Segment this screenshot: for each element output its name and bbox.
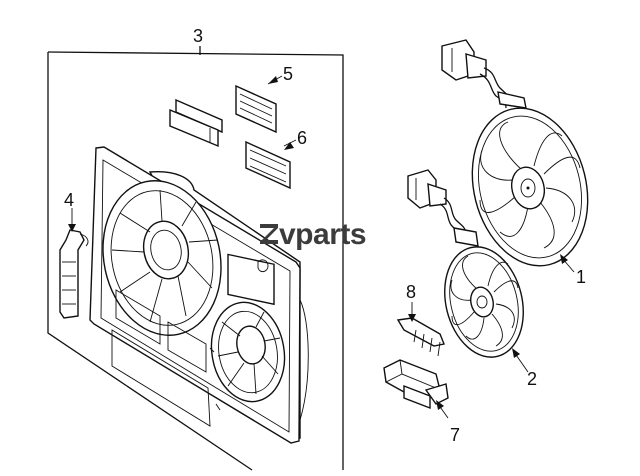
leader-lines bbox=[68, 75, 575, 419]
callout-4: 4 bbox=[64, 190, 74, 210]
callout-1: 1 bbox=[576, 267, 586, 287]
seal-piece-item-6 bbox=[245, 140, 291, 190]
side-clip-strip bbox=[59, 229, 89, 319]
small-fan-assembly bbox=[407, 169, 524, 358]
watermark-logo: vparts bbox=[260, 218, 367, 251]
z-logo-icon bbox=[260, 224, 278, 244]
watermark-text: vparts bbox=[279, 218, 366, 251]
callout-5: 5 bbox=[283, 64, 293, 84]
callout-6: 6 bbox=[297, 128, 307, 148]
callout-3: 3 bbox=[193, 26, 203, 46]
large-fan-assembly bbox=[441, 39, 589, 267]
callout-2: 2 bbox=[527, 369, 537, 389]
callout-labels: 3 5 6 4 8 1 2 7 bbox=[64, 26, 586, 445]
bracket-item-8 bbox=[396, 317, 445, 357]
fan-shroud bbox=[89, 146, 309, 444]
callout-8: 8 bbox=[406, 282, 416, 302]
callout-7: 7 bbox=[450, 425, 460, 445]
seal-pieces-item-5 bbox=[169, 84, 277, 148]
assembly-bracket-box bbox=[47, 46, 344, 471]
holder-block-item-7 bbox=[383, 359, 449, 410]
